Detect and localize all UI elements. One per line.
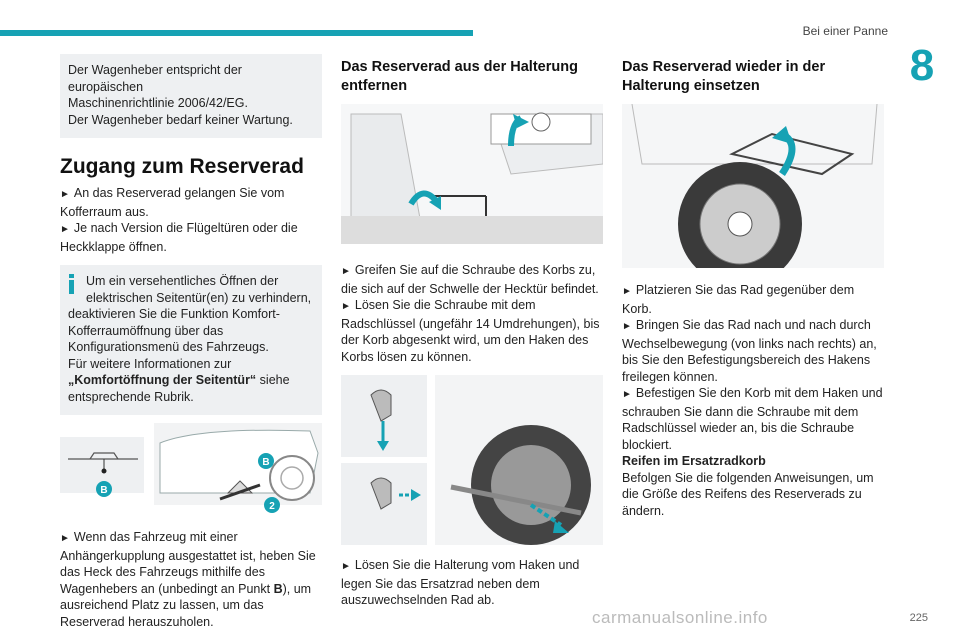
bullet-towbar: ►Wenn das Fahrzeug mit einer Anhängerkup… [60,530,316,629]
info-text-2: Für weitere Informationen zur [68,356,232,371]
bullet-access-2: ►Je nach Version die Flügeltüren oder di… [60,221,298,254]
hook-svg [341,375,603,545]
chapter-number: 8 [909,41,935,90]
bullet-reinsert-3: ►Befestigen Sie den Korb mit dem Haken u… [622,386,883,452]
bullet-triangle-icon: ► [60,189,70,200]
heading-remove-spare: Das Reserverad aus der Halterung entfern… [341,59,578,94]
note-line-3: Der Wagenheber bedarf keiner Wartung. [68,112,293,127]
label-b-left: B [100,485,107,496]
bullet-remove-3: ►Lösen Sie die Halterung vom Haken und l… [341,558,580,607]
note-line-1: Der Wagenheber entspricht der europäisch… [68,63,242,94]
reinsert-illustration [622,103,884,286]
info-text: Um ein versehentliches Öffnen der elektr… [68,274,312,354]
bullet-triangle-icon: ► [341,301,351,312]
section-title: Bei einer Panne [802,24,888,38]
column-2: Das Reserverad aus der Halterung entfern… [341,54,604,609]
bullet-triangle-icon: ► [341,266,351,277]
subheading-tyre-basket: Reifen im Ersatzradkorb [622,454,766,468]
heading-reinsert-spare: Das Reserverad wieder in der Halterung e… [622,59,826,94]
note-line-2: Maschinenrichtlinie 2006/42/EG. [68,96,248,110]
column-3: Das Reserverad wieder in der Halterung e… [622,54,884,519]
info-bold-ref: „Komfortöffnung der Seitentür“ [68,373,257,387]
heading-spare-wheel-access: Zugang zum Reserverad [60,155,304,178]
header-accent-bar [0,30,473,36]
bolt-svg [341,104,604,244]
info-tail: siehe entsprechende Rubrik. [68,373,290,404]
bullet-triangle-icon: ► [341,561,351,572]
bolt-illustration [341,104,604,244]
bullet-triangle-icon: ► [60,533,70,544]
jack-svg: B B 2 [60,423,322,513]
hook-illustration [341,375,603,545]
page-number: 225 [909,612,928,624]
bullet-triangle-icon: ► [622,321,632,332]
bullet-triangle-icon: ► [622,389,632,400]
bullet-triangle-icon: ► [622,286,632,297]
bullet-access-1: ►An das Reserverad gelangen Sie vom Koff… [60,186,285,219]
note-box: Der Wagenheber entspricht der europäisch… [60,54,322,138]
label-2: 2 [269,501,275,512]
watermark: carmanualsonline.info [592,608,768,627]
info-icon [68,274,76,294]
bullet-reinsert-1: ►Platzieren Sie das Rad gegenüber dem Ko… [622,283,855,316]
jack-illustration: B B 2 [60,423,322,515]
bullet-remove-2: ►Lösen Sie die Schraube mit dem Radschlü… [341,298,600,364]
tyre-instructions: Befolgen Sie die folgenden Anweisungen, … [622,470,874,518]
reinsert-svg [622,103,884,286]
label-b-right: B [262,457,269,468]
info-box: Um ein versehentliches Öffnen der elektr… [60,265,322,415]
bullet-reinsert-2: ►Bringen Sie das Rad nach und nach durch… [622,318,877,384]
bullet-remove-1: ►Greifen Sie auf die Schraube des Korbs … [341,263,599,296]
column-1: Der Wagenheber entspricht der europäisch… [60,54,322,630]
bullet-triangle-icon: ► [60,224,70,235]
